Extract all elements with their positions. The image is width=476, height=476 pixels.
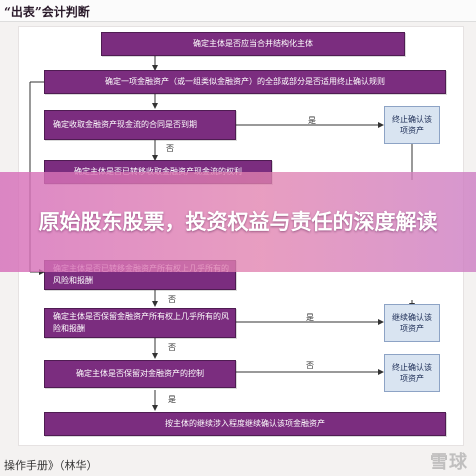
label-no-risks-transferred: 否 bbox=[168, 295, 176, 304]
step-applicability: 确定一项金融资产（或一组类似金融资产）的全部或部分是否适用终止确认规则 bbox=[44, 70, 446, 94]
outcome-derecognize-2: 终止确认该项资产 bbox=[384, 354, 440, 392]
footer-caption: 操作手册》（林华） bbox=[0, 452, 476, 476]
watermark-logo: 雪球 bbox=[430, 452, 468, 473]
step-continuing-involvement: 按主体的继续涉入程度继续确认该项金融资产 bbox=[44, 412, 446, 436]
outcome-derecognize: 终止确认该项资产 bbox=[384, 106, 440, 144]
title-banner: 原始股东股票，投资权益与责任的深度解读 bbox=[0, 172, 476, 272]
step-control-retained: 确定主体是否保留对金融资产的控制 bbox=[44, 360, 236, 388]
page-title: “出表”会计判断 bbox=[0, 0, 476, 22]
label-yes-risks-retained: 是 bbox=[306, 313, 314, 322]
label-no-risks-retained: 否 bbox=[168, 343, 176, 352]
outcome-continue: 继续确认该项资产 bbox=[384, 304, 440, 342]
step-consolidate: 确定主体是否应当合并结构化主体 bbox=[101, 32, 405, 56]
label-yes-expired: 是 bbox=[308, 116, 316, 125]
label-no-expired: 否 bbox=[166, 144, 174, 153]
step-risks-retained: 确定主体是否保留金融资产所有权上几乎所有的风险和报酬 bbox=[44, 308, 236, 338]
step-contract-expired: 确定收取金融资产现金流的合同是否到期 bbox=[44, 110, 236, 140]
banner-headline: 原始股东股票，投资权益与责任的深度解读 bbox=[38, 210, 438, 234]
label-yes-control: 是 bbox=[168, 395, 176, 404]
label-no-control: 否 bbox=[306, 361, 314, 370]
